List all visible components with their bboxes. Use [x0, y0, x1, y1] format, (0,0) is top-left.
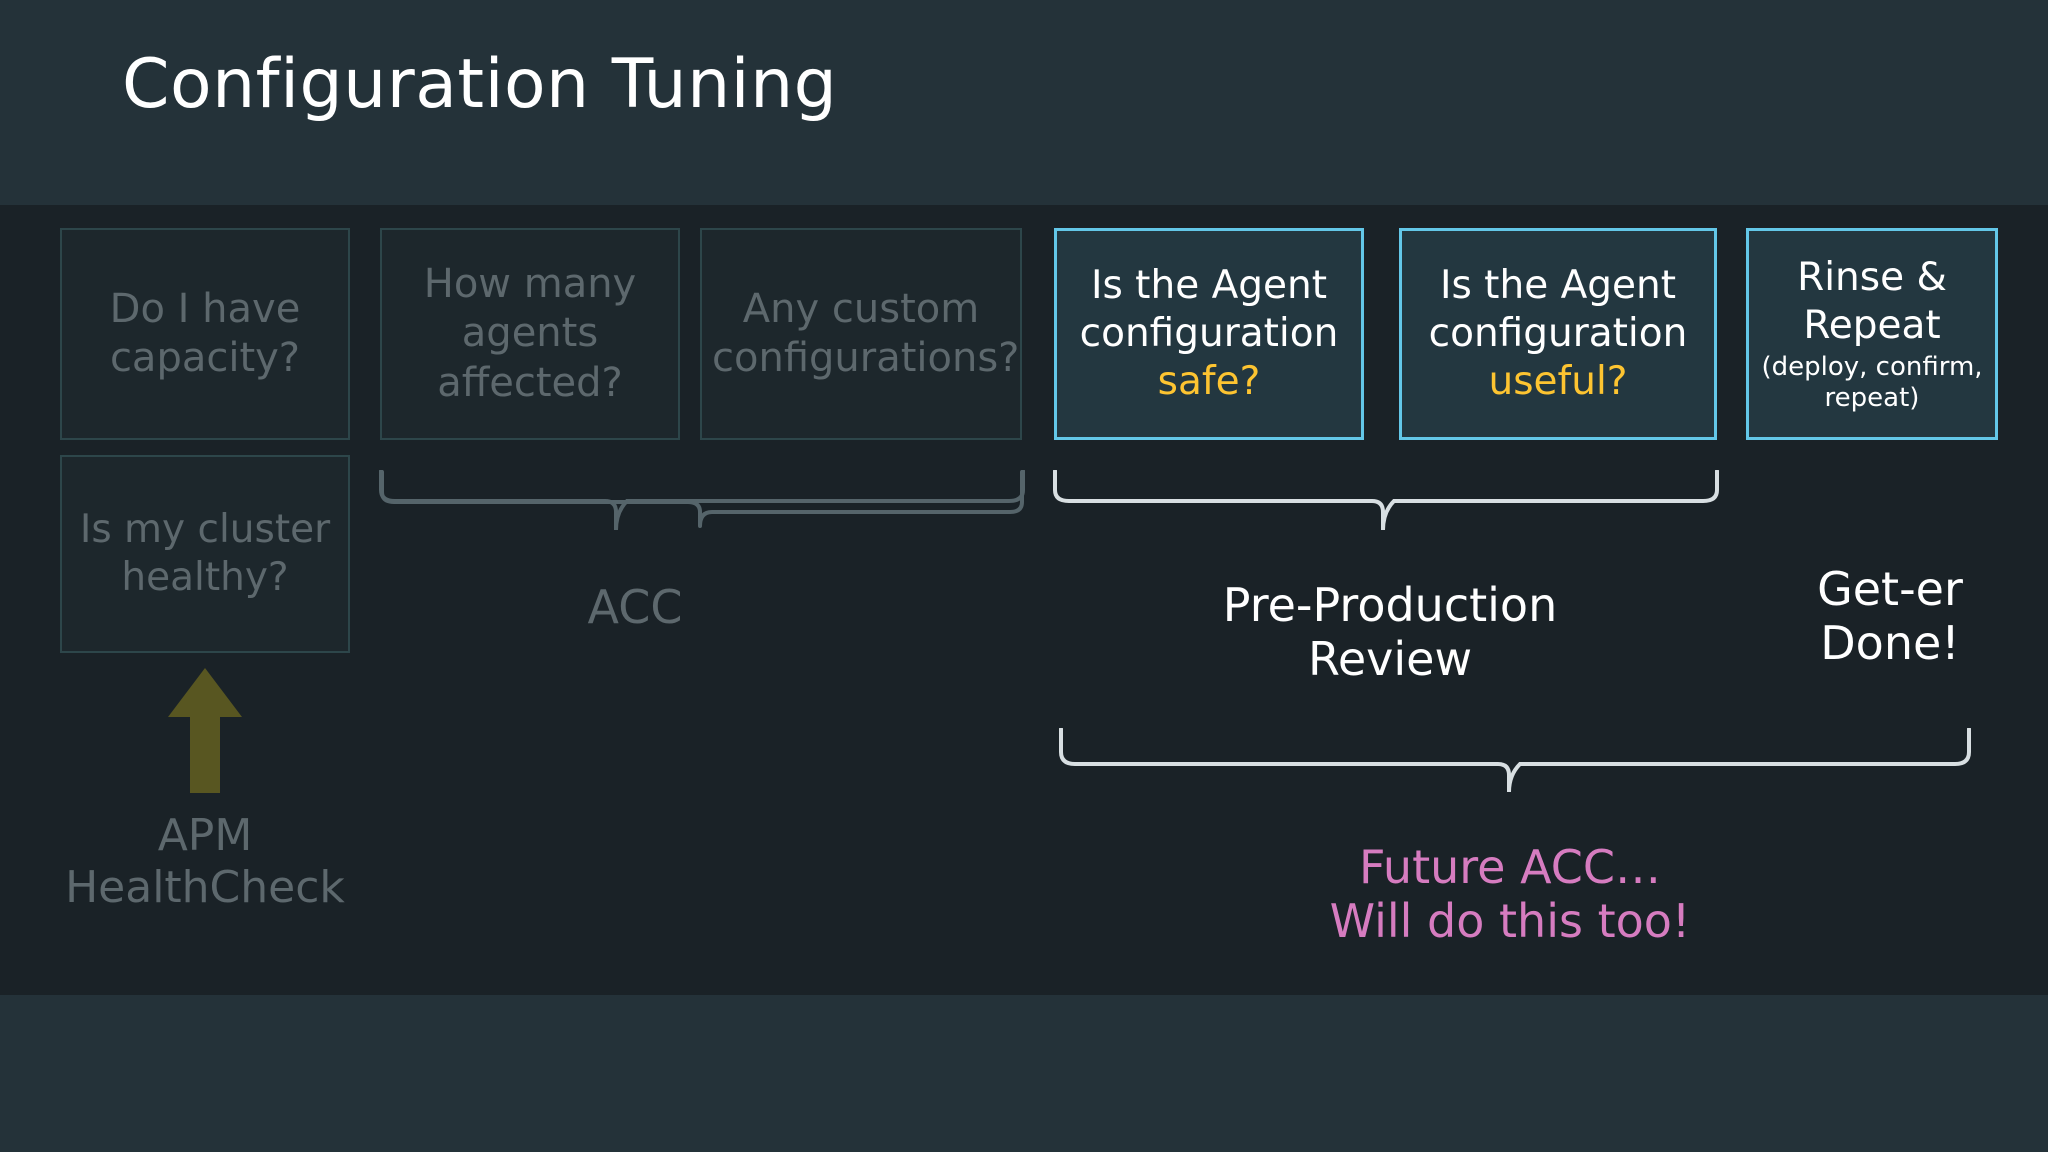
label-acc: ACC [587, 580, 683, 634]
box-line-2: capacity? [109, 335, 301, 381]
box-line-1: Is the Agent [1439, 263, 1677, 309]
box-line-1: Do I have [109, 285, 301, 332]
bracket-pre-production-review [1053, 470, 1719, 531]
box-line-2: configurations? [712, 335, 1020, 381]
box-line-3-accent: useful? [1488, 358, 1628, 404]
box-line-3: affected? [437, 359, 623, 406]
box-line-2: configuration [1428, 311, 1688, 357]
box-line-2: healthy? [121, 555, 289, 600]
box-line-1: Is the Agent [1090, 263, 1328, 309]
box-is-my-cluster-healthy[interactable]: Is my cluster healthy? [60, 455, 350, 653]
label-pre-production-review: Pre-Production Review [1222, 578, 1558, 687]
box-any-custom-configurations[interactable]: Any custom configurations? [700, 228, 1022, 440]
label-get-er-done: Get-er Done! [1817, 562, 1963, 671]
bracket-acc-shape [379, 470, 1025, 531]
box-sub-note: (deploy, confirm, repeat) [1761, 351, 1983, 413]
page-title: Configuration Tuning [122, 45, 838, 124]
box-line-1: Rinse & [1797, 254, 1947, 300]
box-line-2: agents [461, 310, 599, 357]
box-line-1: Is my cluster [79, 507, 331, 553]
box-how-many-agents[interactable]: How many agents affected? [380, 228, 680, 440]
bracket-future-acc [1059, 728, 1971, 793]
arrow-up-icon [168, 668, 242, 793]
box-agent-config-useful[interactable]: Is the Agent configuration useful? [1399, 228, 1717, 440]
box-rinse-and-repeat[interactable]: Rinse & Repeat (deploy, confirm, repeat) [1746, 228, 1998, 440]
box-line-1: How many [423, 261, 637, 308]
box-agent-config-safe[interactable]: Is the Agent configuration safe? [1054, 228, 1364, 440]
slide-footer-band [0, 995, 2048, 1152]
box-line-2: Repeat [1803, 302, 1941, 348]
box-line-2: configuration [1079, 311, 1339, 357]
label-apm-healthcheck: APM HealthCheck [65, 810, 345, 913]
label-future-acc: Future ACC… Will do this too! [1329, 840, 1691, 949]
box-line-3-accent: safe? [1157, 358, 1261, 404]
box-line-1: Any custom [742, 285, 980, 332]
box-do-i-have-capacity[interactable]: Do I have capacity? [60, 228, 350, 440]
slide-header: Configuration Tuning [0, 0, 2048, 205]
